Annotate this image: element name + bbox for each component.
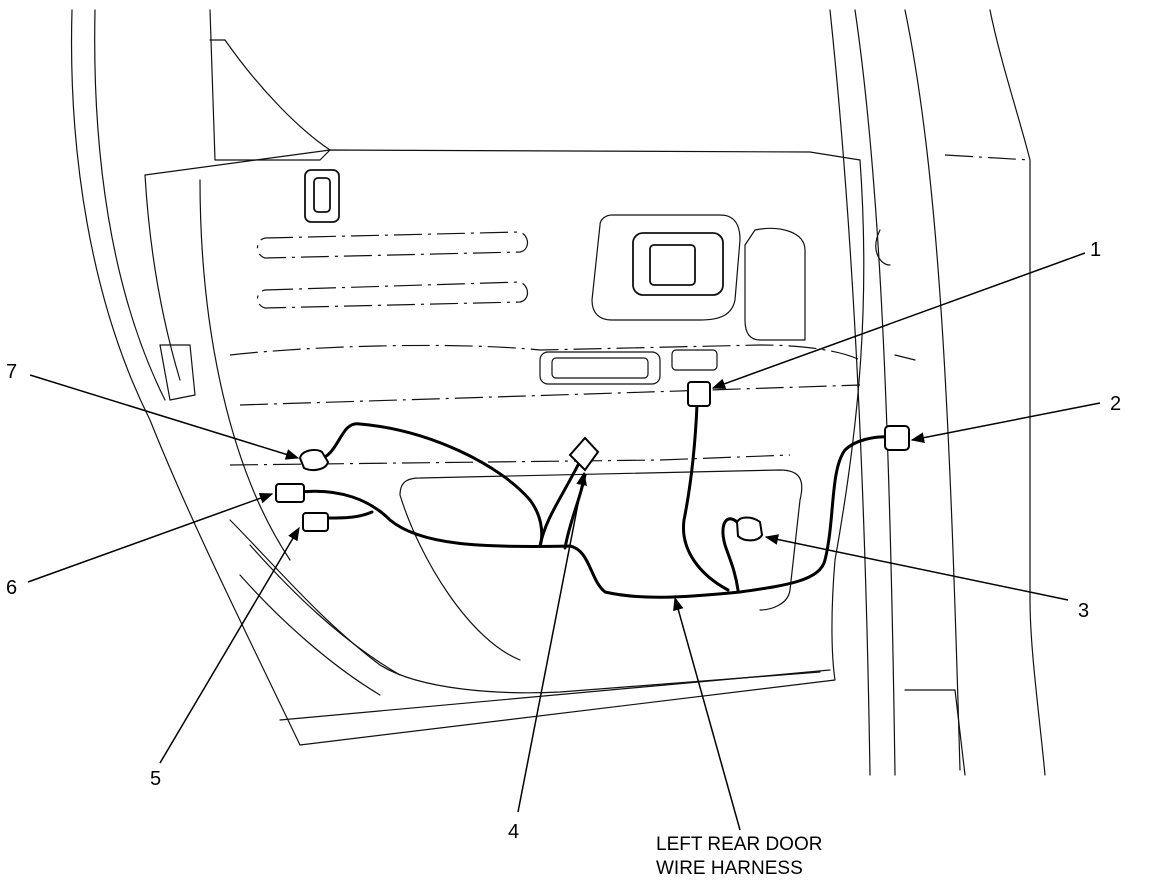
callout-labels: 1 2 3 4 5 6 7 [6,239,1121,843]
wire-harness [298,403,890,599]
connectors [275,381,910,542]
connector-7 [298,449,330,471]
leader-3 [764,534,1069,601]
connector-1 [687,381,711,407]
callout-6: 6 [6,577,17,599]
caption-line-1: LEFT REAR DOOR [656,834,822,855]
body-pillar [829,9,1046,776]
connector-2 [884,425,910,451]
callout-5: 5 [150,768,161,790]
door-trim [159,169,861,696]
leader-1 [711,252,1086,389]
connector-5 [302,512,329,532]
leader-7 [29,374,300,460]
connector-4 [568,436,600,472]
leader-harness [673,596,741,831]
leader-5 [159,526,300,764]
callout-4: 4 [508,821,519,843]
harness-caption: LEFT REAR DOOR WIRE HARNESS [656,834,822,879]
leader-6 [27,493,274,583]
callout-1: 1 [1090,239,1101,261]
caption-line-2: WIRE HARNESS [656,858,803,879]
connector-3 [735,516,764,542]
door-frame [70,9,865,746]
leader-lines [27,252,1101,831]
connector-6 [275,483,305,503]
callout-7: 7 [6,361,17,383]
leader-2 [910,402,1101,443]
callout-2: 2 [1110,393,1121,415]
callout-3: 3 [1078,600,1089,622]
leader-4 [517,471,587,813]
